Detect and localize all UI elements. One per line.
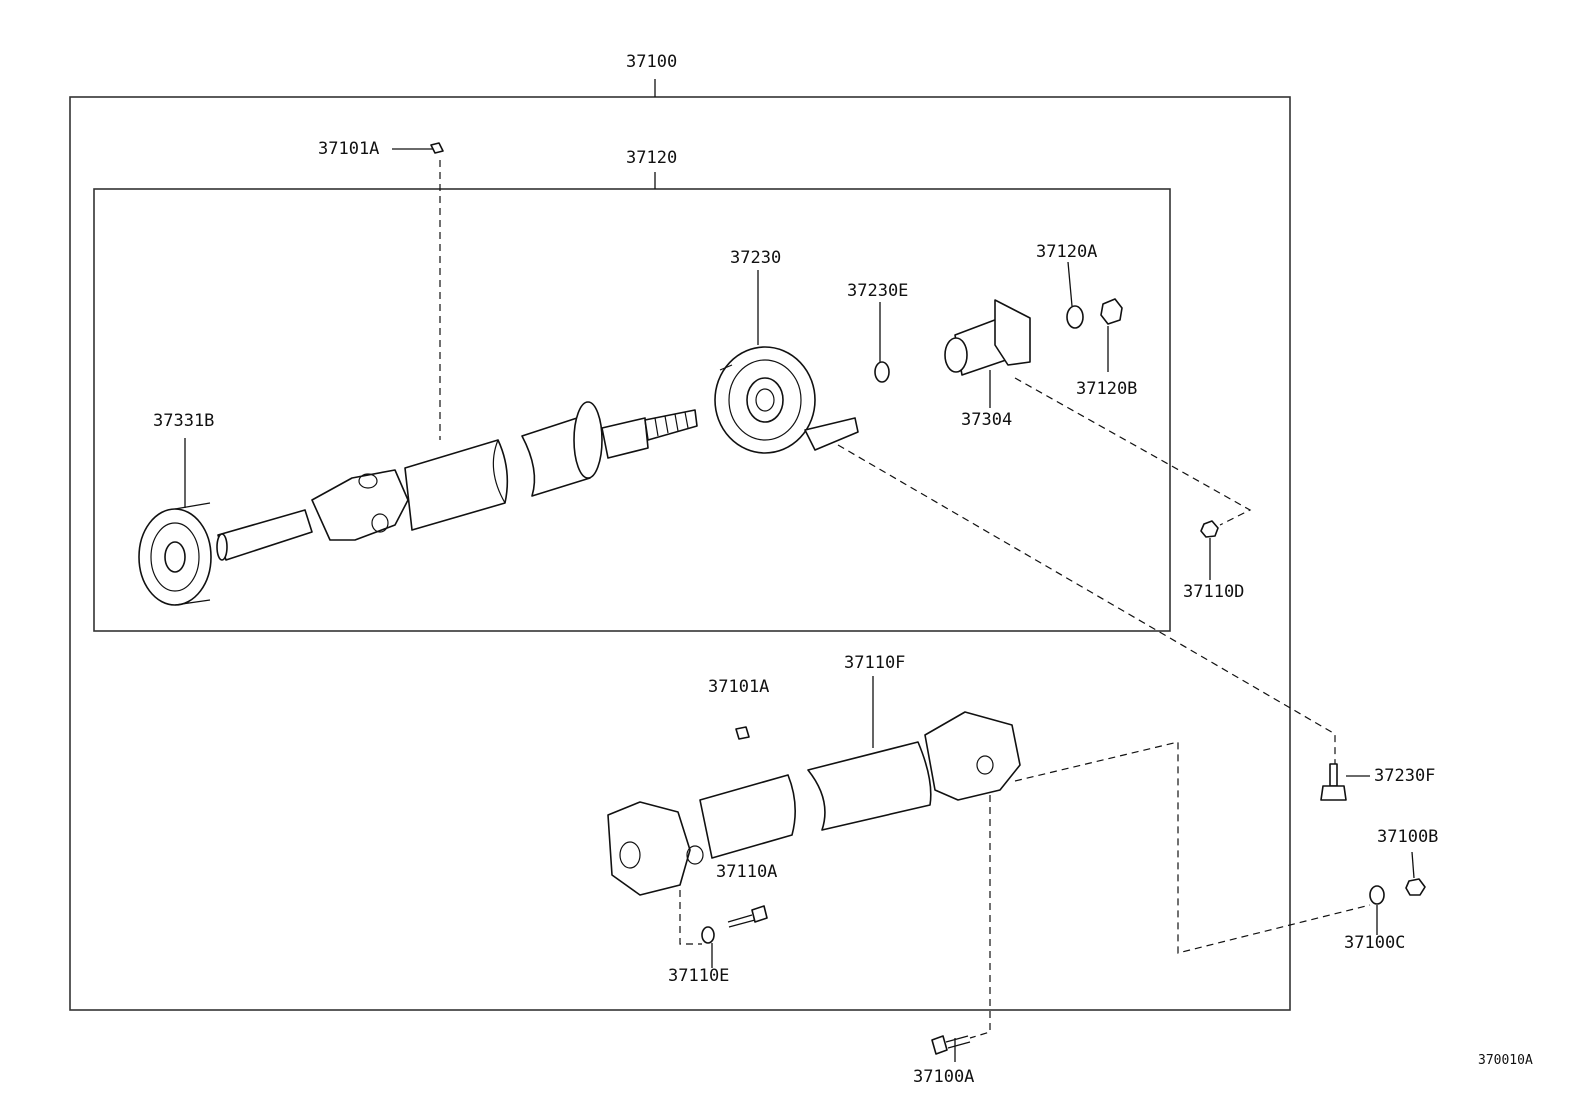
label-37100a: 37100A [913, 1067, 974, 1087]
leader-37100b [1411, 851, 1415, 879]
center-support-bearing-37230 [714, 346, 859, 454]
universal-joint-lower [924, 711, 1021, 801]
rear-propeller-shaft [607, 711, 1426, 1055]
propeller-tube-upper [404, 439, 509, 531]
bolt-37110a [751, 905, 768, 923]
label-37110a: 37110A [716, 862, 777, 882]
dash-yoke-37100a [969, 795, 991, 1039]
nut-37100b [1405, 878, 1426, 896]
assembly-frame-37100 [69, 96, 1291, 1011]
washer-37120a [1066, 305, 1084, 329]
tube-flange [573, 401, 603, 479]
label-37101a-upper: 37101A [318, 139, 379, 159]
front-propeller-shaft [138, 298, 1219, 606]
label-37304: 37304 [961, 410, 1012, 430]
nut-37110d [1200, 520, 1219, 538]
label-37230e: 37230E [847, 281, 908, 301]
dash-yoke-37100c [1014, 741, 1371, 954]
subassembly-frame-37120 [93, 188, 1171, 632]
label-37120: 37120 [626, 148, 677, 168]
washer-37100c [1369, 885, 1385, 905]
nut-37110e [701, 926, 715, 944]
dash-flange-37110e [679, 890, 702, 945]
leader-37120a [1067, 261, 1073, 307]
label-37100: 37100 [626, 52, 677, 72]
washer-37101a-lower [735, 726, 750, 740]
label-37100b: 37100B [1377, 827, 1438, 847]
dash-bearing-37230f [837, 444, 1336, 764]
label-37101a-lower: 37101A [708, 677, 769, 697]
flange-37304 [944, 299, 1031, 376]
universal-joint-upper [311, 469, 409, 541]
bolt-37230f [1320, 763, 1347, 801]
label-37110e: 37110E [668, 966, 729, 986]
label-37230f: 37230F [1374, 766, 1435, 786]
dash-37304-37110d [1014, 377, 1252, 526]
label-37110f: 37110F [844, 653, 905, 673]
bolt-37100a [931, 1035, 948, 1055]
sleeve-yoke [217, 509, 313, 561]
label-37100c: 37100C [1344, 933, 1405, 953]
nut-37120b [1100, 298, 1123, 325]
flange-yoke-lower [607, 801, 691, 896]
label-37120a: 37120A [1036, 242, 1097, 262]
figure-code: 370010A [1478, 1053, 1533, 1068]
propeller-tube-lower-2 [807, 741, 932, 831]
washer-37101a-upper [430, 142, 444, 154]
label-37331b: 37331B [153, 411, 214, 431]
spline-end [216, 533, 228, 561]
label-37120b: 37120B [1076, 379, 1137, 399]
label-37110d: 37110D [1183, 582, 1244, 602]
spline-shaft [644, 409, 698, 441]
propeller-tube-lower-1 [699, 774, 796, 859]
label-37230: 37230 [730, 248, 781, 268]
washer-37230e [874, 361, 890, 383]
dust-deflector-37331b [138, 502, 212, 606]
